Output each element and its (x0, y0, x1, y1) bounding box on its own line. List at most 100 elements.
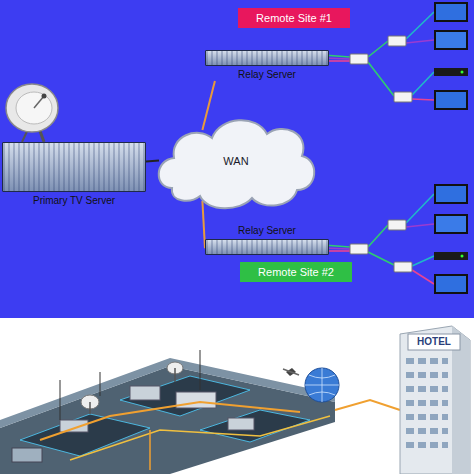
site-badge: Remote Site #1 (238, 8, 350, 28)
hotel-building (408, 334, 460, 350)
network-link (202, 81, 215, 130)
cable-bundle (412, 270, 434, 284)
blue-ground (0, 0, 474, 318)
network-platform (335, 400, 400, 410)
tv-set (436, 276, 466, 292)
network-platform (60, 380, 61, 420)
hotel-building (430, 372, 438, 378)
splitter (394, 92, 412, 102)
hotel-building (442, 386, 448, 392)
cloud-outline (159, 120, 315, 208)
hotel-building (406, 428, 414, 434)
hotel-building (442, 414, 448, 420)
hotel-building (406, 386, 414, 392)
node-text: Primary TV Server (2, 194, 146, 207)
tv-set (436, 186, 466, 202)
hotel-building (400, 326, 470, 474)
hotel-building (430, 386, 438, 392)
hotel-building (430, 414, 438, 420)
hotel-building (418, 372, 426, 378)
rack-server (205, 50, 329, 66)
network-platform (283, 369, 299, 375)
network-platform (70, 416, 330, 460)
relay-server: Relay Server (205, 50, 329, 81)
hotel-building (430, 442, 438, 448)
network-platform (0, 350, 400, 474)
hotel-building (418, 442, 426, 448)
network-platform (89, 402, 91, 414)
cable-bundle (406, 12, 434, 39)
splitter (350, 244, 368, 254)
cable-bundle (368, 62, 394, 96)
splitter (394, 262, 412, 272)
white-ground (0, 318, 474, 474)
site-badge: Remote Site #2 (240, 262, 352, 282)
hotel-building (418, 428, 426, 434)
tv-set (434, 30, 468, 50)
network-platform (40, 402, 300, 440)
network-platform (200, 350, 201, 390)
satellite-dish (6, 84, 58, 132)
satellite-dish (6, 84, 58, 142)
tv-set (434, 2, 468, 22)
tv-set (434, 184, 468, 204)
relay-server: Relay Server (205, 224, 329, 255)
hotel-building (442, 400, 448, 406)
splitter (388, 36, 406, 46)
rack-server (2, 142, 146, 192)
network-platform (0, 366, 335, 474)
node-text: Relay Server (205, 68, 329, 81)
tv-set (434, 68, 468, 76)
tv-set (436, 4, 466, 20)
primary-server: Primary TV Server (2, 142, 146, 207)
node-text: Remote Site #2 (248, 265, 344, 279)
hotel-building (400, 326, 470, 474)
cable-bundle (412, 99, 434, 100)
network-platform (305, 368, 339, 402)
tv-set (436, 216, 466, 232)
tv-set (434, 274, 468, 294)
hotel-building (406, 442, 414, 448)
cable-bundle (368, 41, 388, 57)
splitter (350, 54, 368, 64)
node-text: Remote Site #1 (246, 11, 342, 25)
cable-bundle (406, 194, 434, 223)
hotel-building (406, 414, 414, 420)
network-platform (228, 418, 254, 430)
hotel-building (442, 442, 448, 448)
hotel-building (406, 400, 414, 406)
hotel-building (406, 358, 414, 364)
cable-bundle (368, 225, 388, 247)
hotel-building (442, 358, 448, 364)
cable-bundle (412, 256, 434, 266)
hotel-building (418, 358, 426, 364)
hotel-building (442, 372, 448, 378)
splitter (388, 220, 406, 230)
cable-bundle (323, 12, 434, 284)
hotel-building (430, 428, 438, 434)
tv-set (434, 90, 468, 110)
cable-bundle (406, 40, 434, 43)
network-platform (12, 448, 42, 462)
hotel-building (406, 358, 448, 448)
tv-set (436, 32, 466, 48)
splitter (350, 36, 412, 272)
tv-set (436, 92, 466, 108)
hotel-building (430, 358, 438, 364)
tv-set (434, 214, 468, 234)
network-platform (174, 368, 176, 382)
tv-set (434, 2, 468, 294)
network-platform (149, 430, 151, 470)
building-sign: HOTEL (408, 336, 460, 348)
network-platform (120, 376, 250, 416)
hotel-building (418, 414, 426, 420)
wan-cloud: WAN (152, 108, 320, 213)
hotel-building (430, 400, 438, 406)
network-platform (130, 386, 160, 400)
cable-bundle (406, 224, 434, 227)
hotel-building (418, 386, 426, 392)
hotel-building (442, 428, 448, 434)
